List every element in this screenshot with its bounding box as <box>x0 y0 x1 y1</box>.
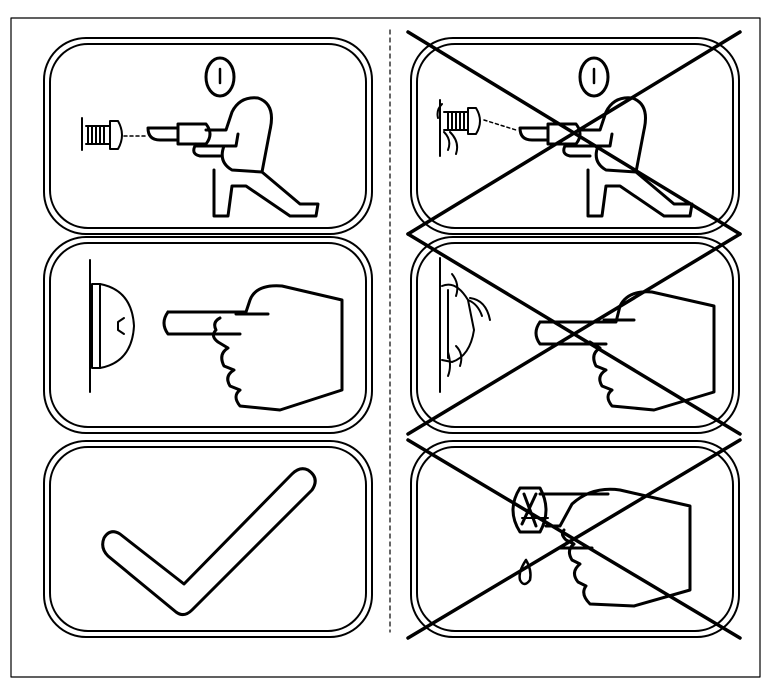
panel-correct-screwing <box>43 37 373 235</box>
panel-correct-result <box>43 440 373 638</box>
person-with-screwdriver-icon <box>518 56 694 218</box>
hand-gripping-icon <box>544 487 692 608</box>
panel-correct-press <box>43 236 373 434</box>
pointing-finger-icon <box>534 290 716 412</box>
person-with-screwdriver-icon <box>146 56 320 218</box>
cross-out-mark <box>406 438 742 640</box>
cross-out-mark <box>406 30 742 236</box>
cracked-screw-icon <box>436 99 481 157</box>
panel-incorrect-glue <box>406 438 742 640</box>
cracked-cap-icon <box>441 273 491 377</box>
checkmark-icon <box>101 467 317 617</box>
cross-out-mark <box>406 232 742 436</box>
screw-icon <box>81 117 123 151</box>
pointing-finger-icon <box>162 284 344 412</box>
outer-frame <box>10 17 761 678</box>
panel-incorrect-screwing <box>406 30 742 236</box>
panel-incorrect-press <box>406 232 742 436</box>
cap-icon <box>91 283 135 369</box>
aim-line <box>483 119 517 131</box>
